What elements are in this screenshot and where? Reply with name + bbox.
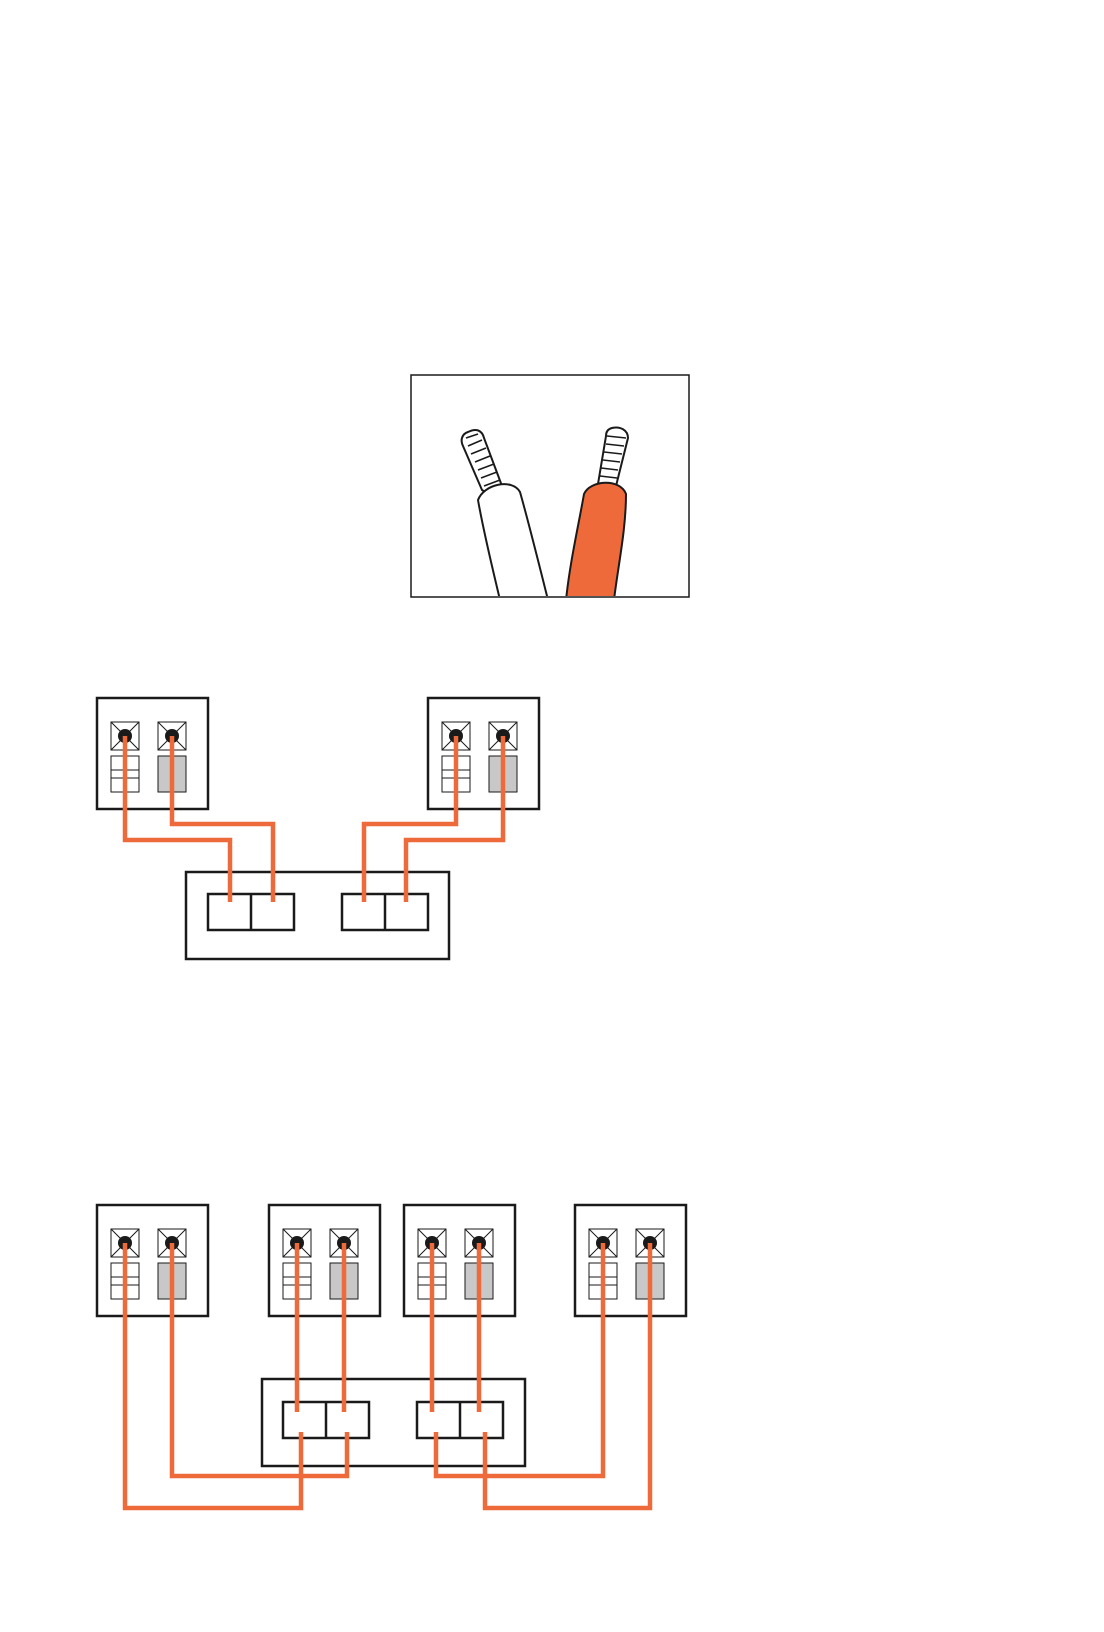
speaker-1 — [97, 698, 208, 809]
amplifier — [186, 872, 449, 959]
amplifier-output-pair-2 — [342, 894, 428, 930]
two-speaker-wiring-diagram — [97, 698, 539, 959]
speaker-2 — [428, 698, 539, 809]
four-speaker-wiring-diagram — [97, 1205, 686, 1508]
speaker-3 — [404, 1205, 515, 1316]
cable-detail-frame — [411, 375, 689, 597]
speaker-4 — [575, 1205, 686, 1316]
cable-detail-figure — [411, 375, 689, 600]
speaker-1 — [97, 1205, 208, 1316]
speaker-2 — [269, 1205, 380, 1316]
amplifier-output-pair-1 — [208, 894, 294, 930]
